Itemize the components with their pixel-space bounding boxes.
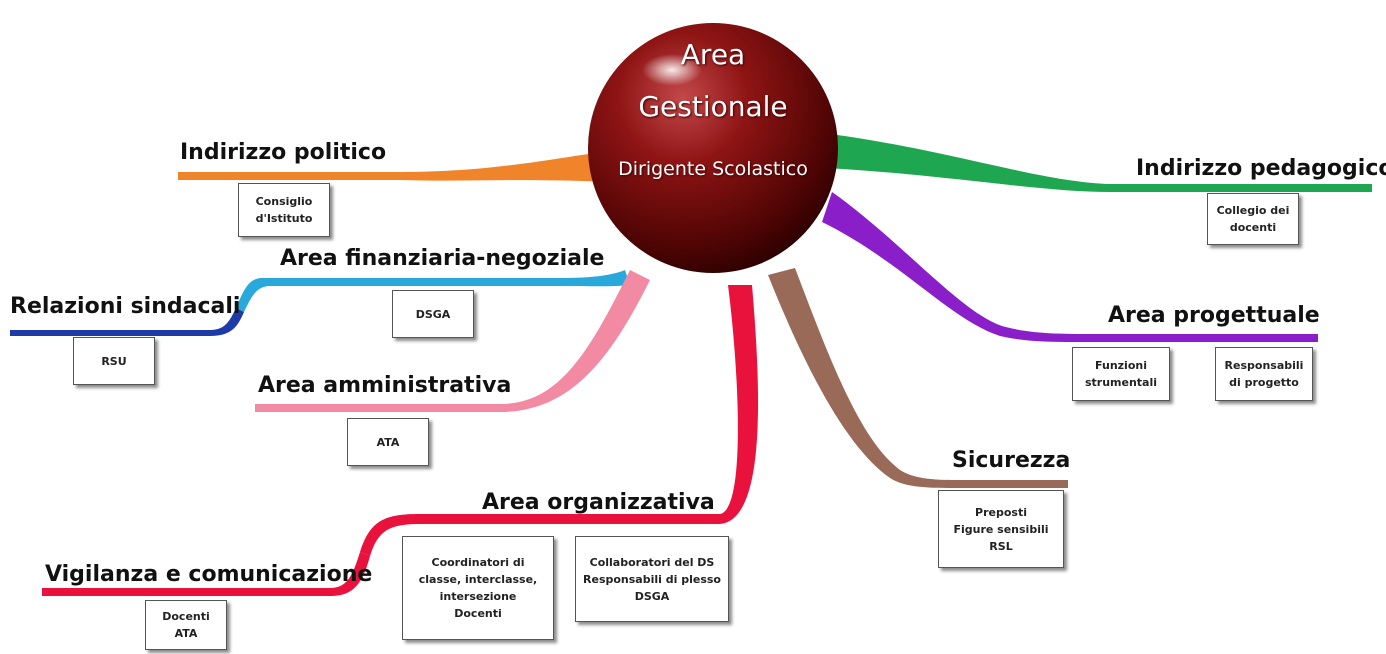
- box-collaboratori: Collaboratori del DS Responsabili di ple…: [575, 536, 729, 622]
- center-title-area: Area: [680, 38, 746, 71]
- box-coordinatori: Coordinatori di classe, interclasse, int…: [402, 536, 554, 640]
- box-line: Docenti: [454, 607, 502, 620]
- box-line: Figure sensibili: [953, 522, 1049, 536]
- box-line: Preposti: [975, 505, 1027, 519]
- box-line: Docenti: [162, 610, 210, 623]
- box-line: RSU: [101, 354, 127, 368]
- label-area-organizzativa: Area organizzativa: [482, 490, 715, 515]
- label-indirizzo-politico: Indirizzo politico: [180, 140, 387, 165]
- label-area-progettuale: Area progettuale: [1108, 303, 1320, 328]
- branch-pedagogico: [826, 134, 1372, 192]
- box-line: strumentali: [1084, 376, 1158, 389]
- box-ata-amministrativa: ATA: [347, 418, 429, 466]
- box-dsga-finanziaria: DSGA: [392, 290, 474, 338]
- box-line: d'Istituto: [255, 212, 313, 225]
- label-sicurezza: Sicurezza: [952, 448, 1071, 473]
- branch-sicurezza: [768, 268, 1068, 488]
- branch-relazioni: [10, 308, 244, 336]
- branch-indirizzo-politico: [178, 152, 610, 182]
- label-indirizzo-pedagogico: Indirizzo pedagogico: [1136, 156, 1386, 181]
- center-sphere: [588, 23, 838, 273]
- box-line: Collegio dei: [1216, 204, 1290, 217]
- center-title-gestionale: Gestionale: [638, 90, 788, 123]
- box-line: Funzioni: [1095, 359, 1147, 372]
- box-line: RSL: [989, 539, 1013, 553]
- box-funzioni-strumentali: Funzioni strumentali: [1072, 347, 1170, 401]
- label-relazioni-sindacali: Relazioni sindacali: [10, 294, 241, 319]
- box-line: Responsabili di plesso: [583, 572, 721, 586]
- box-line: Coordinatori di: [431, 556, 525, 569]
- box-docenti-ata: Docenti ATA: [145, 600, 227, 650]
- box-collegio-docenti: Collegio dei docenti: [1207, 193, 1299, 245]
- box-line: docenti: [1229, 221, 1277, 234]
- box-line: DSGA: [415, 307, 451, 321]
- label-area-finanziaria: Area finanziaria-negoziale: [280, 246, 605, 271]
- box-sicurezza: Preposti Figure sensibili RSL: [938, 490, 1064, 568]
- box-line: ATA: [376, 435, 400, 449]
- box-line: di progetto: [1229, 376, 1299, 389]
- box-responsabili-progetto: Responsabili di progetto: [1215, 347, 1313, 401]
- label-area-amministrativa: Area amministrativa: [258, 373, 512, 398]
- branch-finanziaria: [236, 270, 630, 312]
- branch-progettuale: [822, 192, 1318, 343]
- box-consiglio-istituto: Consiglio d'Istituto: [238, 183, 330, 237]
- box-rsu: RSU: [73, 337, 155, 385]
- sphere-highlight: [642, 54, 702, 86]
- label-vigilanza: Vigilanza e comunicazione: [45, 562, 373, 587]
- center-subtitle-dirigente: Dirigente Scolastico: [618, 158, 808, 180]
- box-line: ATA: [174, 627, 198, 640]
- branch-vigilanza: [42, 552, 370, 596]
- box-line: Collaboratori del DS: [589, 555, 715, 569]
- box-line: intersezione: [439, 590, 517, 603]
- box-line: Consiglio: [255, 195, 313, 208]
- box-line: Responsabili: [1224, 359, 1304, 372]
- box-line: DSGA: [634, 589, 670, 603]
- box-line: classe, interclasse,: [418, 573, 538, 586]
